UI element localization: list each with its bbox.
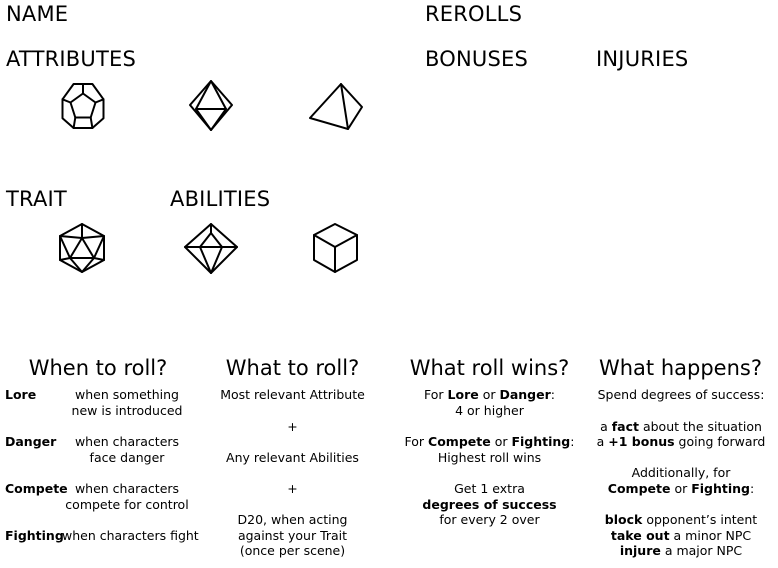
what-to-roll-heading: What to roll? <box>225 356 360 380</box>
wins-lore-danger-line2: 4 or higher <box>455 402 524 418</box>
what-happens-heading: What happens? <box>598 356 762 380</box>
name-label: NAME <box>6 2 69 26</box>
bonuses-label: BONUSES <box>425 47 528 71</box>
what-roll-wins-heading: What roll wins? <box>409 356 570 380</box>
dodecahedron-icon <box>53 74 113 134</box>
icosahedron-icon <box>52 217 112 277</box>
wins-degrees-line1: Get 1 extra <box>454 481 525 496</box>
when-desc-lore-line2: new is introduced <box>71 402 183 418</box>
when-term-lore: Lore <box>5 387 37 402</box>
what-to-roll-abilities: Any relevant Abilities <box>226 450 359 465</box>
octahedron-icon <box>181 74 241 134</box>
wins-compete-fighting: For Compete or Fighting: Highest roll wi… <box>402 434 577 465</box>
injuries-label: INJURIES <box>596 47 689 71</box>
attributes-label: ATTRIBUTES <box>6 47 137 71</box>
d20-line3: (once per scene) <box>239 543 346 558</box>
happens-intro: Spend degrees of success: <box>597 387 765 402</box>
wins-degrees-line3: for every 2 over <box>439 512 540 527</box>
happens-bonus: a +1 bonus going forward <box>596 434 766 449</box>
happens-additionally: Additionally, for <box>631 465 731 480</box>
when-desc-fighting: when characters fight <box>62 528 199 543</box>
when-desc-lore-line1: when something <box>75 387 179 402</box>
when-desc-danger-line2: face danger <box>89 449 165 465</box>
when-desc-compete-line1: when characters <box>74 481 180 496</box>
cube-icon <box>305 217 365 277</box>
d20-line1: D20, when acting <box>237 512 348 527</box>
what-to-roll-attribute: Most relevant Attribute <box>220 387 365 402</box>
when-desc-compete: when characters compete for control <box>62 481 192 512</box>
abilities-label: ABILITIES <box>170 187 271 211</box>
what-to-roll-d20: D20, when acting against your Trait (onc… <box>210 512 375 559</box>
trait-label: TRAIT <box>6 187 67 211</box>
when-to-roll-heading: When to roll? <box>28 356 168 380</box>
wins-compete-fighting-line2: Highest roll wins <box>437 449 542 465</box>
when-term-compete: Compete <box>5 481 68 496</box>
rerolls-label: REROLLS <box>425 2 523 26</box>
happens-compete-fighting: Compete or Fighting: <box>607 481 755 496</box>
when-desc-compete-line2: compete for control <box>65 496 189 512</box>
tetrahedron-icon <box>305 74 365 134</box>
wins-degrees-line2: degrees of success <box>422 496 557 512</box>
wins-lore-danger: For Lore or Danger: 4 or higher <box>402 387 577 418</box>
wins-degrees-of-success: Get 1 extra degrees of success for every… <box>402 481 577 528</box>
what-to-roll-plus-2: + <box>287 481 298 496</box>
when-term-fighting: Fighting <box>5 528 64 543</box>
happens-fact: a fact about the situation <box>600 419 762 434</box>
what-to-roll-plus-1: + <box>287 419 298 434</box>
d20-line2: against your Trait <box>237 527 348 543</box>
wins-compete-fighting-line1: For Compete or Fighting: <box>404 434 575 449</box>
when-term-danger: Danger <box>5 434 57 449</box>
when-desc-lore: when something new is introduced <box>62 387 192 418</box>
when-desc-danger-line1: when characters <box>74 434 180 449</box>
happens-injure: injure a major NPC <box>619 543 743 558</box>
octahedron-icon <box>181 217 241 277</box>
when-desc-danger: when characters face danger <box>62 434 192 465</box>
happens-block: block opponent’s intent <box>604 512 758 527</box>
happens-take-out: take out a minor NPC <box>610 528 752 543</box>
wins-lore-danger-line1: For Lore or Danger: <box>424 387 555 402</box>
